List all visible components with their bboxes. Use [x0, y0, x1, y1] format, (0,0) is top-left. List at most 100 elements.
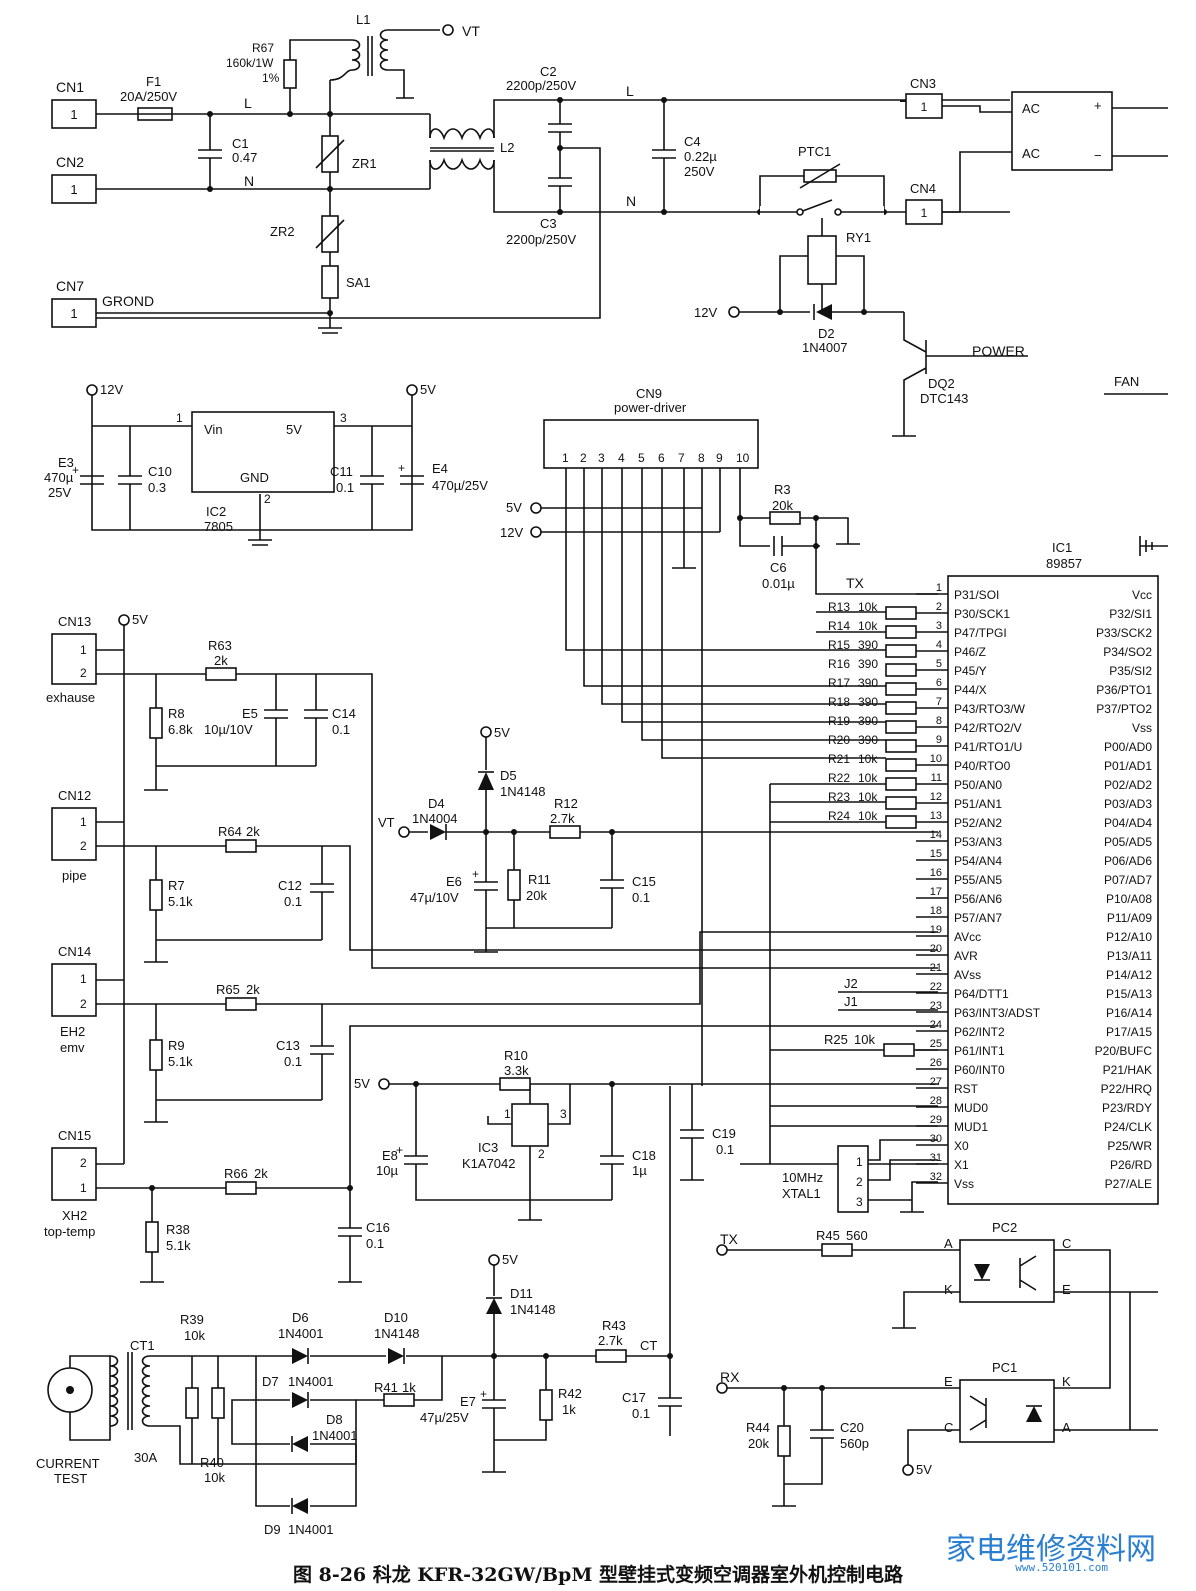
pc1-c: C: [944, 1420, 953, 1435]
j1-label: J1: [844, 994, 858, 1009]
v12-terminal-c: [530, 526, 542, 538]
ic1-pin-17-name: P56/AN6: [954, 892, 1002, 906]
r21-resistor: [885, 758, 917, 772]
ic1-rpin-2-name: P32/SI1: [1109, 607, 1152, 621]
r44-val: 20k: [748, 1436, 769, 1451]
ic1-pin-32-name: Vss: [954, 1177, 974, 1191]
pc1-ref: PC1: [992, 1360, 1017, 1375]
ct-label: CT: [640, 1338, 657, 1353]
r8-resistor: [149, 707, 163, 739]
grond-label: GROND: [102, 293, 154, 309]
r24-val: 10k: [858, 809, 878, 823]
r44-ref: R44: [746, 1420, 770, 1435]
ic1-pin-20-num: 20: [930, 943, 942, 955]
cn1-label: CN1: [56, 79, 84, 95]
ic3-ref: IC3: [478, 1140, 498, 1155]
ic1-pin-1-num: 1: [936, 582, 942, 594]
ic2-out: 5V: [286, 422, 302, 437]
r65-resistor: [225, 997, 257, 1011]
dq2-val: DTC143: [920, 391, 968, 406]
d5-ref: D5: [500, 768, 517, 783]
r18-resistor: [885, 701, 917, 715]
c13-ref: C13: [276, 1038, 300, 1053]
r7-val: 5.1k: [168, 894, 193, 909]
ic1-pin-2-num: 2: [936, 601, 942, 613]
cn15-p2: 2: [80, 1156, 87, 1170]
cn2-label: CN2: [56, 154, 84, 170]
l2-choke: [429, 128, 495, 170]
r8-val: 6.8k: [168, 722, 193, 737]
cn7-label: CN7: [56, 278, 84, 294]
r21-ref: R21: [828, 752, 850, 766]
ic1-pin-3-name: P47/TPGI: [954, 626, 1007, 640]
ic1-part: 89857: [1046, 556, 1082, 571]
r64-val: 2k: [246, 824, 260, 839]
c15-val: 0.1: [632, 890, 650, 905]
ic1-pin-13-num: 13: [930, 810, 942, 822]
v5-label-b: 5V: [506, 500, 522, 515]
c20-ref: C20: [840, 1420, 864, 1435]
r39-resistor: [185, 1387, 199, 1419]
vt-detect-section: 5V D5 1N4148 VT D4 1N4004 R12 2.7k + E6 …: [378, 725, 938, 953]
r17-resistor: [885, 682, 917, 696]
v12-terminal-b: [86, 384, 98, 396]
dq2-ref: DQ2: [928, 376, 955, 391]
r19-resistor: [885, 720, 917, 734]
l-n-lines: [96, 113, 431, 190]
c12-ref: C12: [278, 878, 302, 893]
bridge-rectifier: [1011, 91, 1113, 171]
v5-label-d: 5V: [494, 725, 510, 740]
cn15-box: [51, 1147, 97, 1201]
current-sense-section: CT1 30A CURRENT TEST R39 10k R40 10k D6 …: [36, 1086, 682, 1537]
cn12-ref: CN12: [58, 788, 91, 803]
svg-text:+: +: [72, 463, 79, 477]
r11-resistor: [507, 869, 521, 901]
l1-secondary: [379, 29, 440, 99]
r3-ref: R3: [774, 482, 791, 497]
cn4-label: CN4: [910, 181, 936, 196]
r16-resistor: [885, 663, 917, 677]
r40-resistor: [211, 1387, 225, 1419]
v5-terminal-g: [902, 1464, 914, 1476]
r25-resistor: [883, 1043, 915, 1057]
ic1-rpin-20-name: P13/A11: [1107, 949, 1152, 963]
ic1-rpin-18-name: P11/A09: [1107, 911, 1152, 925]
ic1-pin-16-name: P55/AN5: [954, 873, 1002, 887]
r24-ref: R24: [828, 809, 850, 823]
d7-val: 1N4001: [288, 1374, 334, 1389]
v12-terminal-a: [728, 306, 740, 318]
v12-label-b: 12V: [100, 382, 123, 397]
ic3-val: K1A7042: [462, 1156, 516, 1171]
ic1-rpin-16-name: P07/AD7: [1104, 873, 1152, 887]
r18-ref: R18: [828, 695, 850, 709]
ry1-coil: [807, 235, 837, 285]
c16-ref: C16: [366, 1220, 390, 1235]
c2-ref: C2: [540, 64, 557, 79]
xtal1-resonator: [837, 1145, 869, 1213]
r64-ref: R64: [218, 824, 242, 839]
ic1-rpin-30-name: P25/WR: [1107, 1139, 1152, 1153]
ic1-pin-11-name: P50/AN0: [954, 778, 1002, 792]
c10-val: 0.3: [148, 480, 166, 495]
zr2-ref: ZR2: [270, 224, 295, 239]
l1-primary: [329, 39, 361, 114]
ic1-rpin-27-name: P22/HRQ: [1101, 1082, 1152, 1096]
cn7-box: [51, 298, 97, 328]
r63-ref: R63: [208, 638, 232, 653]
v5-label-a: 5V: [420, 382, 436, 397]
net-l2-label: L: [626, 83, 634, 99]
xtal1-ref: XTAL1: [782, 1186, 821, 1201]
l1-ref: L1: [356, 12, 370, 27]
ic1-pin-32-num: 32: [930, 1171, 942, 1183]
xtal1-val: 10MHz: [782, 1170, 823, 1185]
r11-val: 20k: [526, 888, 547, 903]
r10-ref: R10: [504, 1048, 528, 1063]
cn1-pin: 1: [70, 107, 77, 122]
ic1-rpin-4-name: P34/SO2: [1103, 645, 1152, 659]
r38-val: 5.1k: [166, 1238, 191, 1253]
r43-val: 2.7k: [598, 1333, 623, 1348]
ic1-rpin-13-name: P04/AD4: [1104, 816, 1152, 830]
c17-ref: C17: [622, 1390, 646, 1405]
cn13-p1: 1: [80, 643, 87, 657]
